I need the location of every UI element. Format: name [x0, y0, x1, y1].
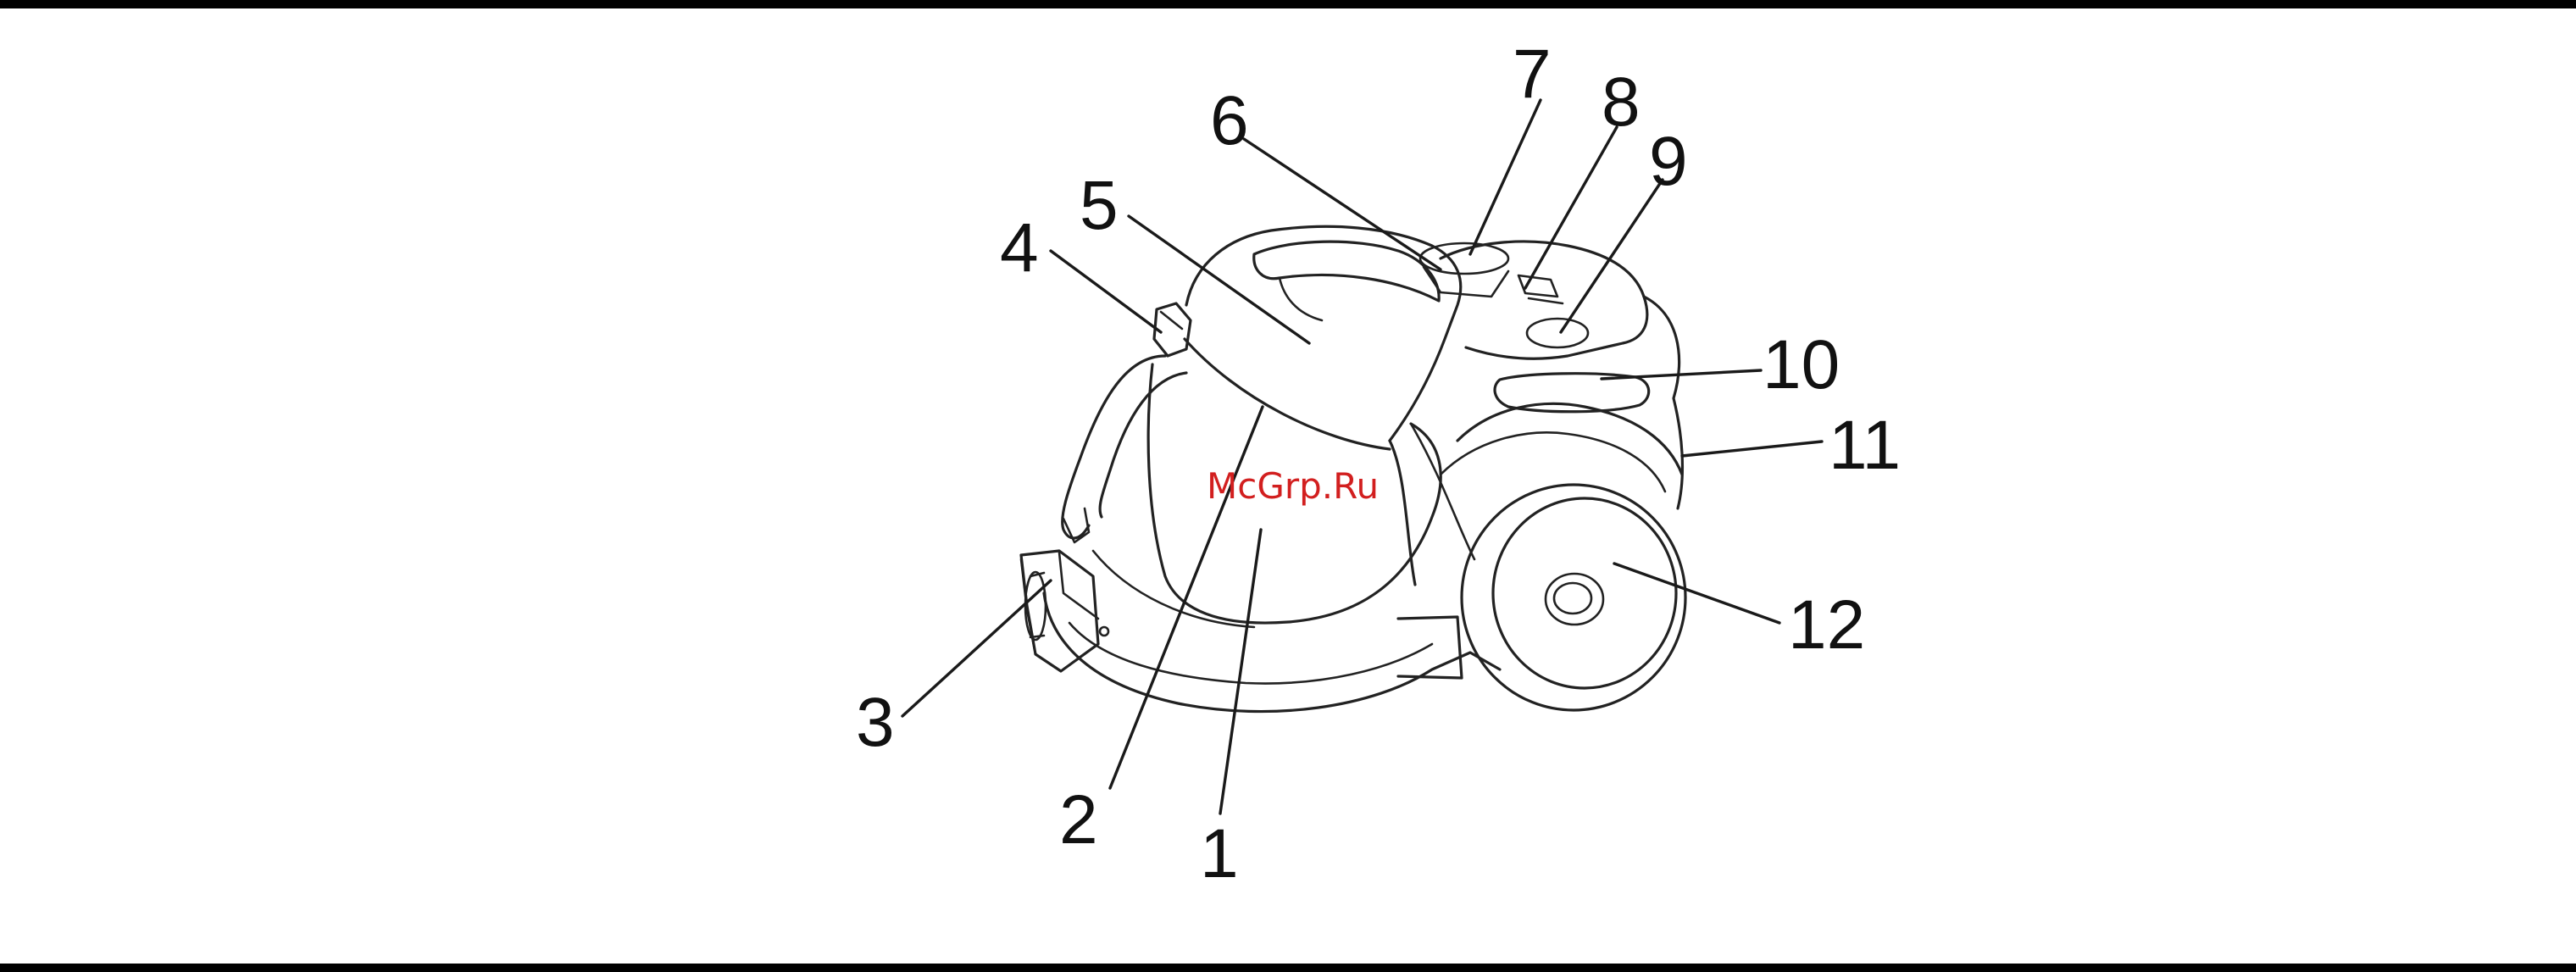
callout-4: 4	[1000, 209, 1039, 286]
leader-1	[1220, 530, 1261, 814]
leader-11	[1682, 442, 1822, 456]
watermark: McGrp.Ru	[1207, 465, 1379, 507]
callout-6: 6	[1210, 82, 1249, 159]
callout-7: 7	[1513, 36, 1552, 113]
callout-labels: 1 2 3 4 5 6 7 8 9 10 11 12	[856, 36, 1901, 892]
leader-6	[1244, 139, 1441, 269]
callout-3: 3	[856, 684, 895, 761]
callout-8: 8	[1602, 64, 1641, 141]
callout-2: 2	[1059, 781, 1098, 858]
leader-2	[1110, 407, 1263, 788]
leader-12	[1614, 564, 1779, 623]
leader-8	[1525, 127, 1617, 288]
leader-7	[1470, 100, 1541, 254]
callout-11: 11	[1829, 407, 1901, 484]
callout-9: 9	[1649, 123, 1688, 200]
leader-lines	[902, 100, 1822, 814]
callout-5: 5	[1080, 167, 1119, 244]
leader-3	[902, 580, 1051, 716]
callout-10: 10	[1763, 326, 1840, 403]
callout-1: 1	[1200, 815, 1239, 892]
callout-12: 12	[1788, 586, 1865, 664]
leader-4	[1051, 251, 1161, 332]
